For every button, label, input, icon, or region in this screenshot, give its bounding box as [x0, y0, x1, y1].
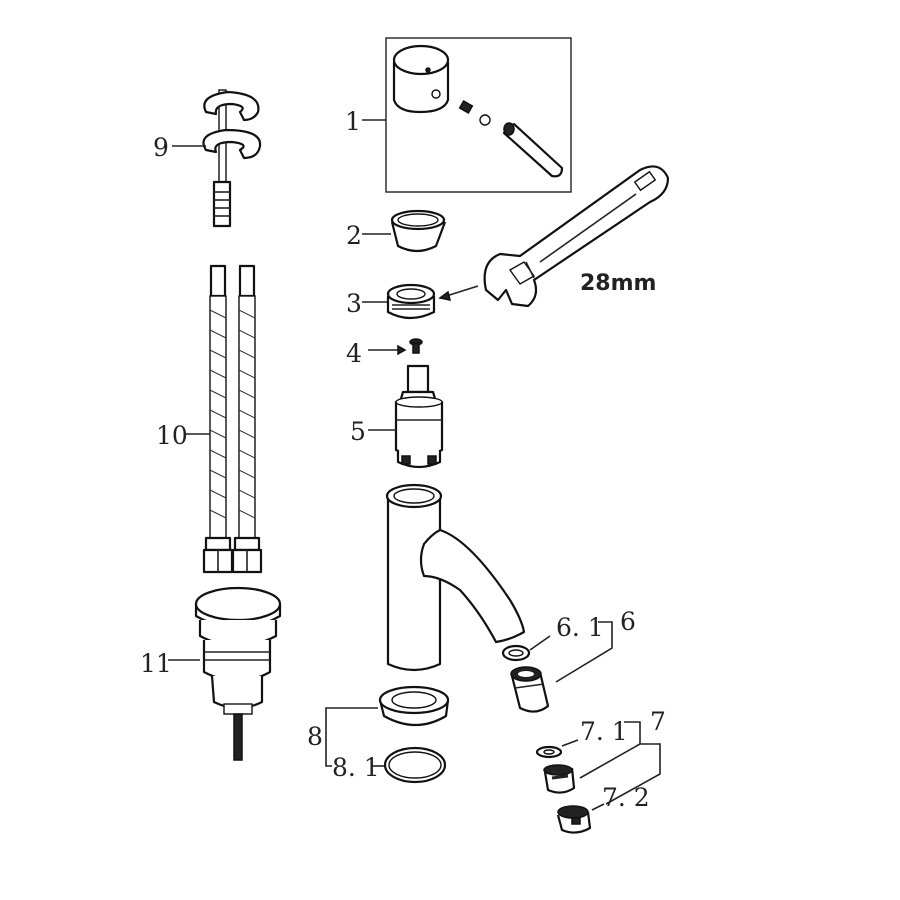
retaining-nut [386, 283, 436, 320]
valve-cartridge [394, 364, 444, 469]
wrench-size-label: 28mm [580, 271, 656, 296]
small-screw [409, 338, 423, 354]
aerator-washer-7-1 [535, 745, 563, 759]
faucet-body [385, 483, 526, 672]
label-part-10: 10 [156, 421, 188, 450]
label-part-8: 8 [307, 722, 323, 751]
bracket-8 [325, 707, 378, 767]
o-ring [383, 746, 447, 784]
grub-screw [458, 100, 474, 114]
base-ring [378, 685, 450, 726]
adjustable-wrench-icon [483, 165, 670, 308]
label-part-7-1: 7. 1 [580, 717, 628, 746]
bracket-7 [579, 721, 641, 779]
bracket-6 [555, 621, 613, 683]
handle-cap [392, 44, 450, 114]
label-part-6: 6 [620, 607, 636, 636]
leader-7-1 [561, 739, 579, 747]
label-part-5: 5 [350, 417, 366, 446]
label-part-3: 3 [346, 289, 362, 318]
bracket-7-lower [605, 743, 661, 805]
flexible-hose-left [202, 264, 234, 574]
label-part-4: 4 [346, 339, 362, 368]
label-part-1: 1 [345, 107, 361, 136]
flexible-hose-right [231, 264, 263, 574]
label-part-9: 9 [153, 133, 169, 162]
label-part-6-1: 6. 1 [556, 613, 604, 642]
lever-pin [502, 122, 564, 178]
label-part-7-2: 7. 2 [602, 783, 650, 812]
mounting-kit [202, 89, 262, 228]
aerator-6 [510, 666, 550, 713]
aerator-insert-7-1 [543, 764, 576, 794]
label-part-7: 7 [650, 707, 666, 736]
pop-up-waste [194, 586, 282, 761]
label-part-11: 11 [140, 649, 172, 678]
label-part-8-1: 8. 1 [332, 753, 380, 782]
aerator-washer-6-1 [501, 644, 531, 662]
aerator-7-2 [556, 805, 592, 834]
leader-6-1 [529, 635, 551, 651]
label-part-2: 2 [346, 221, 362, 250]
cover-ring [390, 209, 447, 253]
small-washer [479, 114, 491, 126]
handle-kit-box [385, 37, 572, 193]
leader-7-2 [591, 803, 605, 811]
